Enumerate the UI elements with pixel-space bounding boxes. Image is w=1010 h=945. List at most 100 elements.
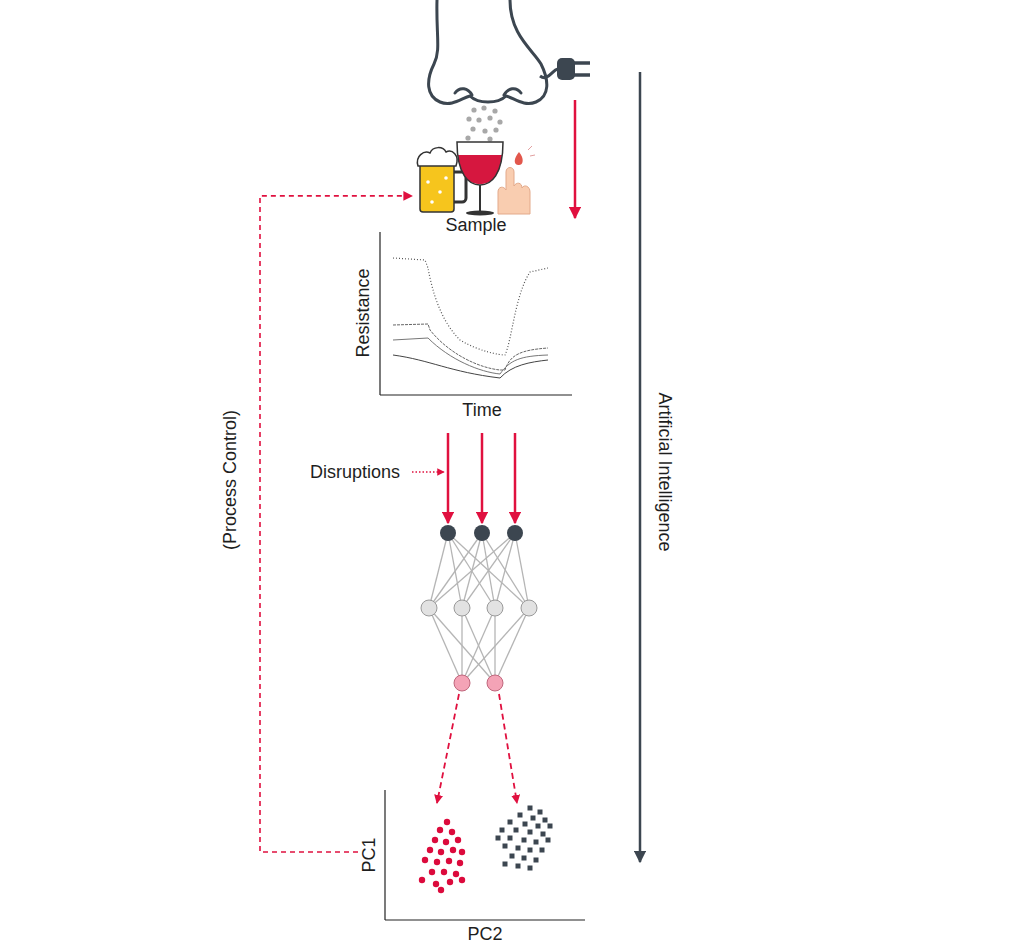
nose-shape	[429, 0, 547, 103]
scatter-square	[546, 838, 551, 843]
scatter-dot	[450, 847, 456, 853]
odor-dot	[487, 136, 492, 141]
wine-icon	[457, 142, 503, 216]
plot-axis	[384, 790, 385, 920]
plug-body	[557, 58, 575, 80]
nose-outline	[429, 0, 547, 103]
odor-dot	[470, 126, 475, 131]
network-link	[429, 533, 515, 608]
scatter-square	[543, 818, 548, 823]
scatter-square	[548, 824, 553, 829]
odor-dot	[482, 128, 487, 133]
scatter-dot	[432, 837, 438, 843]
network-link	[448, 533, 529, 608]
pca-plot	[385, 790, 585, 920]
hand-icon	[498, 146, 535, 214]
sample-node: ResistanceTime	[350, 232, 580, 420]
output-neuron	[487, 675, 503, 691]
scatter-dot	[433, 881, 439, 887]
hidden-neuron	[454, 600, 470, 616]
scatter-dot	[453, 871, 459, 877]
scatter-dot	[441, 869, 447, 875]
nostril-line	[504, 89, 521, 95]
input-neuron	[440, 525, 456, 541]
scatter-dot	[438, 849, 444, 855]
scatter-dot	[455, 837, 461, 843]
node-label: Resistance	[353, 268, 374, 357]
scatter-square	[538, 810, 543, 815]
scatter-square	[528, 830, 533, 835]
scatter-square	[522, 838, 527, 843]
resistance-chart	[380, 232, 572, 395]
plug-prong	[574, 61, 590, 65]
scatter-square	[500, 828, 505, 833]
node-label: Time	[462, 400, 501, 421]
scatter-dot	[427, 847, 433, 853]
scatter-square	[516, 864, 521, 869]
disruption-arrow	[412, 471, 444, 473]
scatter-dot	[429, 869, 435, 875]
network-link	[429, 608, 495, 683]
scatter-square	[534, 858, 539, 863]
odor-dot	[465, 135, 470, 140]
hidden-neurons	[421, 600, 537, 616]
cluster-a	[419, 819, 465, 893]
annotation-label: Disruptions	[310, 462, 400, 483]
scatter-square	[536, 824, 541, 829]
scatter-square	[534, 840, 539, 845]
input-arrow	[481, 433, 484, 523]
network-link	[495, 608, 529, 683]
flow-arrow	[574, 100, 577, 218]
sensor-curve	[393, 258, 548, 355]
network-link	[429, 533, 482, 608]
sample-drop	[515, 152, 523, 165]
input-arrow	[447, 433, 450, 523]
scatter-square	[531, 816, 536, 821]
scatter-dot	[459, 877, 465, 883]
node-label: PC1	[359, 837, 380, 872]
scatter-dot	[446, 858, 452, 864]
hand-shape	[498, 168, 530, 215]
scatter-square	[508, 836, 513, 841]
network-link	[462, 608, 529, 683]
scatter-square	[528, 848, 533, 853]
sensor-curve	[393, 338, 548, 374]
sensor-curve	[393, 355, 548, 378]
scatter-dot	[443, 839, 449, 845]
odor-particles	[465, 105, 502, 141]
output-neurons	[454, 675, 503, 691]
scatter-dot	[457, 860, 463, 866]
odor-dot	[476, 117, 481, 122]
beer-bubble	[444, 176, 448, 180]
output-arrow	[437, 694, 459, 803]
chart-axis	[379, 232, 380, 395]
scatter-square	[514, 828, 519, 833]
sparkle	[530, 155, 535, 156]
plug-cable	[540, 69, 558, 78]
network-links	[429, 533, 529, 683]
odor-dot	[487, 115, 492, 120]
odor-dot	[471, 107, 476, 112]
scatter-square	[503, 844, 508, 849]
network-link	[495, 533, 515, 608]
input-neurons	[440, 525, 523, 541]
network-link	[461, 608, 462, 683]
node-label: PC2	[467, 924, 502, 945]
ai-arrow	[639, 72, 642, 862]
sparkle	[528, 146, 532, 150]
scatter-dot	[437, 827, 443, 833]
process-control-arrow	[260, 196, 412, 852]
annotation-label: Artificial Intelligence	[655, 392, 676, 551]
network-link	[515, 533, 529, 608]
sample-node: Sample	[412, 135, 537, 240]
glass-bowl	[457, 142, 503, 185]
plug-prong	[574, 73, 590, 77]
output-arrow	[499, 694, 517, 803]
cluster-b	[496, 806, 553, 871]
beer-bubble	[438, 190, 442, 194]
scatter-dot	[444, 819, 450, 825]
hidden-neuron	[421, 600, 437, 616]
